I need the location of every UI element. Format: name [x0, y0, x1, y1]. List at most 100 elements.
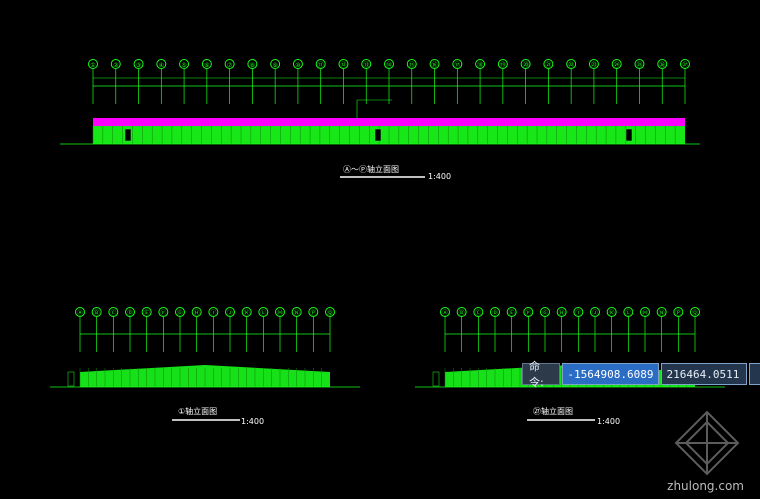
axis-bubble	[690, 307, 700, 317]
axis-bubble	[523, 307, 534, 317]
x-coordinate-input[interactable]: -1564908.6089	[562, 363, 660, 385]
axis-label: Ⓐ	[77, 309, 83, 317]
axis-label: Ⓝ	[294, 309, 300, 317]
axis-label: Ⓙ	[592, 309, 598, 317]
axis-label: Ⓠ	[327, 309, 333, 317]
axis-label: Ⓛ	[260, 309, 266, 317]
watermark-logo-icon	[674, 410, 740, 476]
axis-bubble	[623, 307, 634, 317]
axis-bubble	[680, 59, 690, 69]
axis-bubble	[606, 307, 617, 317]
axis-bubble	[270, 59, 281, 69]
axis-label: ⑳	[523, 61, 529, 69]
axis-label: Ⓝ	[659, 309, 665, 317]
axis-label: ㉗	[682, 61, 688, 69]
axis-bubble	[452, 59, 463, 69]
axis-bubble	[275, 307, 285, 317]
axis-label: Ⓘ	[210, 309, 216, 317]
coordinate-input-box[interactable]: 命令: -1564908.6089 216464.0511	[522, 360, 760, 389]
axis-bubble	[208, 307, 219, 317]
axis-label: Ⓑ	[459, 309, 465, 317]
roof-band	[93, 118, 685, 126]
axis-bubble	[473, 307, 484, 317]
axis-label: Ⓑ	[94, 309, 100, 317]
axis-bubble	[543, 59, 554, 69]
axis-bubble	[141, 307, 152, 317]
axis-bubble	[475, 59, 486, 69]
axis-label: ⑰	[454, 61, 460, 69]
door-opening	[374, 128, 382, 142]
axis-bubble	[175, 307, 185, 317]
watermark-text: zhulong.com	[667, 479, 744, 493]
axis-bubble	[241, 307, 252, 317]
axis-bubble	[573, 307, 584, 317]
axis-label: ⑭	[386, 61, 392, 69]
axis-bubble	[158, 307, 169, 317]
extra-input[interactable]	[749, 363, 760, 385]
axis-label: ㉔	[614, 61, 620, 69]
axis-label: Ⓛ	[625, 309, 631, 317]
axis-bubble	[191, 307, 202, 317]
axis-bubble	[315, 59, 326, 69]
right-elevation-title: ㉗轴立面图	[533, 406, 573, 416]
axis-label: Ⓟ	[310, 309, 316, 317]
axis-bubble	[325, 307, 335, 317]
axis-bubble	[247, 59, 258, 69]
axis-bubble	[429, 59, 440, 69]
axis-bubble	[556, 307, 567, 317]
axis-bubble	[179, 59, 190, 69]
axis-bubble	[656, 307, 667, 317]
axis-label: Ⓟ	[675, 309, 681, 317]
axis-label: Ⓜ	[277, 309, 283, 317]
axis-label: ㉕	[636, 61, 642, 69]
axis-label: ⑥	[204, 62, 209, 69]
axis-bubble	[456, 307, 467, 317]
top-elevation-scale: 1:400	[428, 172, 451, 181]
axis-bubble	[611, 59, 622, 69]
axis-bubble	[125, 307, 135, 317]
axis-label: Ⓗ	[194, 309, 200, 317]
axis-bubble	[540, 307, 550, 317]
axis-bubble	[110, 59, 121, 69]
axis-label: Ⓚ	[244, 309, 250, 317]
axis-label: ④	[159, 62, 164, 69]
axis-bubble	[361, 59, 372, 69]
axis-label: ㉓	[591, 61, 597, 69]
axis-label: ⑱	[477, 61, 483, 69]
y-coordinate-input[interactable]: 216464.0511	[661, 363, 748, 385]
axis-label: Ⓘ	[575, 309, 581, 317]
axis-bubble	[384, 59, 394, 69]
axis-bubble	[308, 307, 319, 317]
axis-label: Ⓓ	[492, 309, 498, 317]
axis-label: ⑮	[409, 61, 415, 69]
axis-bubble	[673, 307, 684, 317]
axis-bubble	[640, 307, 650, 317]
axis-label: ②	[113, 62, 119, 69]
axis-bubble	[440, 307, 450, 317]
right-elevation-scale: 1:400	[597, 417, 620, 426]
axis-bubble	[156, 59, 167, 69]
axis-bubble	[91, 307, 102, 317]
axis-bubble	[506, 307, 517, 317]
axis-bubble	[201, 59, 212, 69]
top-elevation-title: Ⓐ～Ⓟ轴立面图	[343, 164, 399, 174]
door-opening	[124, 128, 132, 142]
axis-label: ③	[136, 62, 141, 69]
axis-bubble	[406, 59, 417, 69]
axis-label: ⑦	[227, 62, 233, 69]
axis-label: Ⓖ	[177, 309, 183, 317]
axis-label: ⑫	[340, 61, 346, 69]
left-elevation-scale: 1:400	[241, 417, 264, 426]
axis-label: Ⓜ	[642, 309, 648, 317]
axis-bubble	[88, 59, 98, 69]
axis-bubble	[108, 307, 119, 317]
door-opening	[625, 128, 633, 142]
axis-label: Ⓖ	[542, 309, 548, 317]
axis-bubble	[590, 307, 600, 317]
axis-label: ⑩	[295, 62, 300, 69]
axis-label: Ⓒ	[110, 309, 116, 317]
axis-label: Ⓐ	[442, 309, 448, 317]
axis-label: Ⓒ	[475, 309, 481, 317]
axis-bubble	[490, 307, 500, 317]
